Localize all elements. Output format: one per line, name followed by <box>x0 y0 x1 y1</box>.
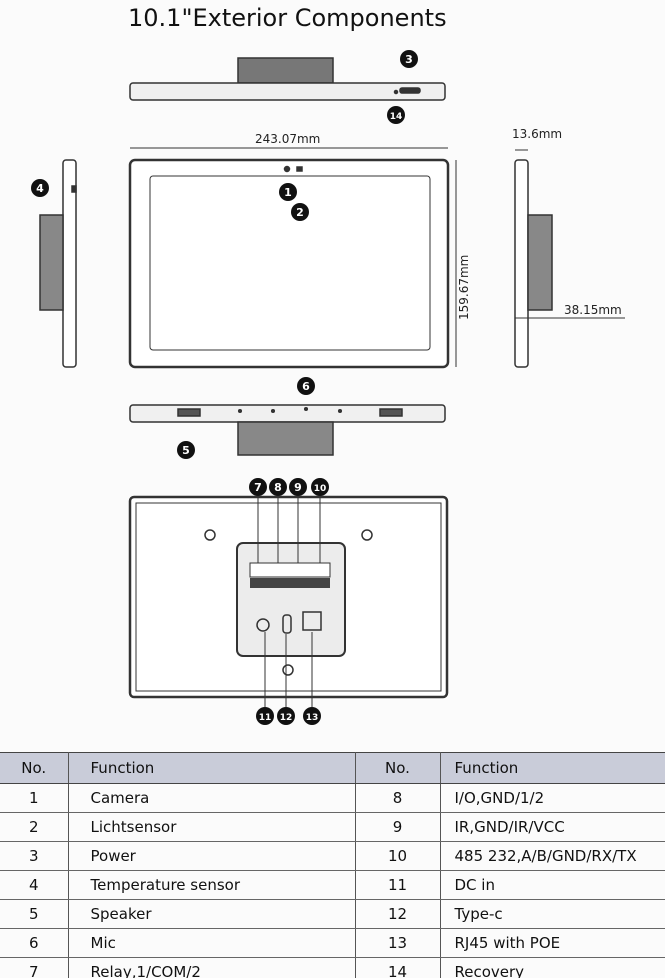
bottom-view <box>129 404 446 456</box>
svg-text:4: 4 <box>36 182 44 195</box>
header-no: No. <box>0 752 69 784</box>
table-header: No. Function No. Function <box>0 752 665 784</box>
row-function: DC in <box>440 870 665 900</box>
right-side-view: 13.6mm 38.15mm <box>512 127 625 368</box>
svg-text:11: 11 <box>259 713 272 723</box>
row-function: 485 232,A/B/GND/RX/TX <box>440 841 665 871</box>
row-function: Lichtsensor <box>68 812 356 842</box>
callout-1: 1 <box>279 183 297 201</box>
svg-text:3: 3 <box>405 53 413 66</box>
row-number: 3 <box>0 841 69 871</box>
svg-text:9: 9 <box>294 481 302 494</box>
header-function-2: Function <box>440 752 665 784</box>
svg-text:7: 7 <box>254 481 262 494</box>
header-no-2: No. <box>355 752 441 784</box>
top-view <box>129 57 446 101</box>
svg-text:1: 1 <box>284 186 292 199</box>
callout-2: 2 <box>291 203 309 221</box>
row-number: 2 <box>0 812 69 842</box>
header-function: Function <box>68 752 356 784</box>
svg-text:13: 13 <box>306 713 319 723</box>
row-function: RJ45 with POE <box>440 928 665 958</box>
row-number: 1 <box>0 783 69 813</box>
callout-7: 7 <box>249 478 267 496</box>
row-number: 7 <box>0 957 69 978</box>
svg-text:14: 14 <box>390 112 403 122</box>
row-number: 8 <box>355 783 441 813</box>
svg-text:5: 5 <box>182 444 190 457</box>
svg-text:6: 6 <box>302 380 310 393</box>
exterior-diagram: 243.07mm 159.67mm 13.6mm 38.15mm <box>31 50 625 725</box>
callout-4: 4 <box>31 179 49 197</box>
row-function: Type-c <box>440 899 665 929</box>
row-number: 12 <box>355 899 441 929</box>
row-number: 6 <box>0 928 69 958</box>
row-number: 14 <box>355 957 441 978</box>
row-function: Temperature sensor <box>68 870 356 900</box>
box-depth-dimension: 38.15mm <box>564 303 622 317</box>
row-number: 9 <box>355 812 441 842</box>
row-number: 13 <box>355 928 441 958</box>
svg-text:2: 2 <box>296 206 304 219</box>
row-function: Relay,1/COM/2 <box>68 957 356 978</box>
callout-8: 8 <box>269 478 287 496</box>
row-number: 5 <box>0 899 69 929</box>
callout-11: 11 <box>256 707 274 725</box>
row-function: Camera <box>68 783 356 813</box>
svg-text:8: 8 <box>274 481 282 494</box>
row-function: Recovery <box>440 957 665 978</box>
callout-3: 3 <box>400 50 418 68</box>
back-view <box>128 495 449 707</box>
front-view: 243.07mm 159.67mm <box>128 132 471 369</box>
callout-10: 10 <box>311 478 329 496</box>
row-number: 4 <box>0 870 69 900</box>
left-side-view <box>39 159 77 368</box>
row-function: IR,GND/IR/VCC <box>440 812 665 842</box>
height-dimension: 159.67mm <box>457 255 471 320</box>
width-dimension: 243.07mm <box>255 132 320 146</box>
svg-text:10: 10 <box>314 484 327 494</box>
row-function: Speaker <box>68 899 356 929</box>
row-function: Mic <box>68 928 356 958</box>
callout-5: 5 <box>177 441 195 459</box>
row-function: I/O,GND/1/2 <box>440 783 665 813</box>
callout-9: 9 <box>289 478 307 496</box>
page-title: 10.1"Exterior Components <box>128 4 447 32</box>
callout-14: 14 <box>387 106 405 124</box>
callout-6: 6 <box>297 377 315 395</box>
svg-text:12: 12 <box>280 713 293 723</box>
depth-dimension: 13.6mm <box>512 127 562 141</box>
row-number: 11 <box>355 870 441 900</box>
row-number: 10 <box>355 841 441 871</box>
row-function: Power <box>68 841 356 871</box>
callout-13: 13 <box>303 707 321 725</box>
callout-12: 12 <box>277 707 295 725</box>
